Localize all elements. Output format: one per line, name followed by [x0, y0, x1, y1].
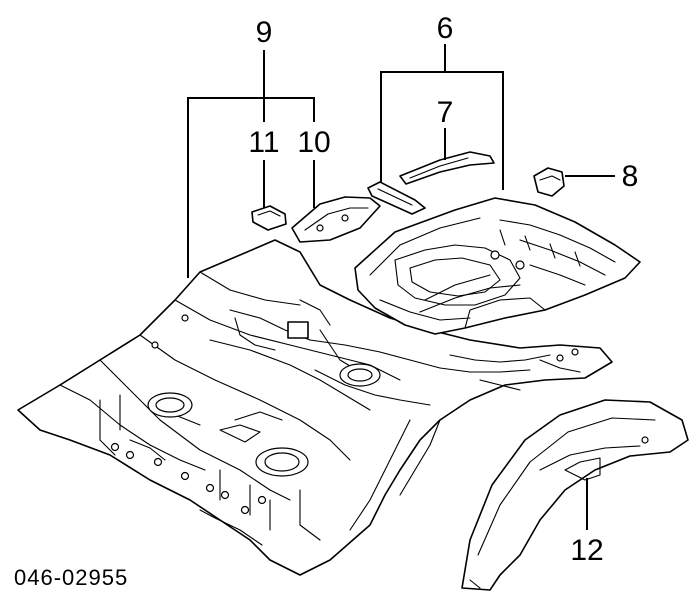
bracket-part-8: [533, 167, 565, 197]
callout-leaders: [187, 44, 615, 530]
rear-floor-pan: [17, 239, 613, 576]
bracket-part-11: [251, 205, 287, 231]
callout-6: 6: [437, 12, 454, 45]
callout-8: 8: [622, 160, 639, 193]
spare-tire-pan: [354, 197, 641, 335]
reinforcement-part-7: [399, 151, 495, 185]
callout-10: 10: [297, 126, 330, 159]
bracket-part-10: [291, 196, 381, 243]
wheel-house-part-12: [461, 399, 689, 591]
callout-9: 9: [256, 16, 273, 49]
callout-11: 11: [248, 126, 279, 159]
callout-7: 7: [437, 96, 454, 129]
drawing-code: 046-02955: [14, 565, 128, 590]
callout-labels: 9 11 10 6 7 8 12: [248, 12, 638, 567]
callout-12: 12: [570, 534, 603, 567]
